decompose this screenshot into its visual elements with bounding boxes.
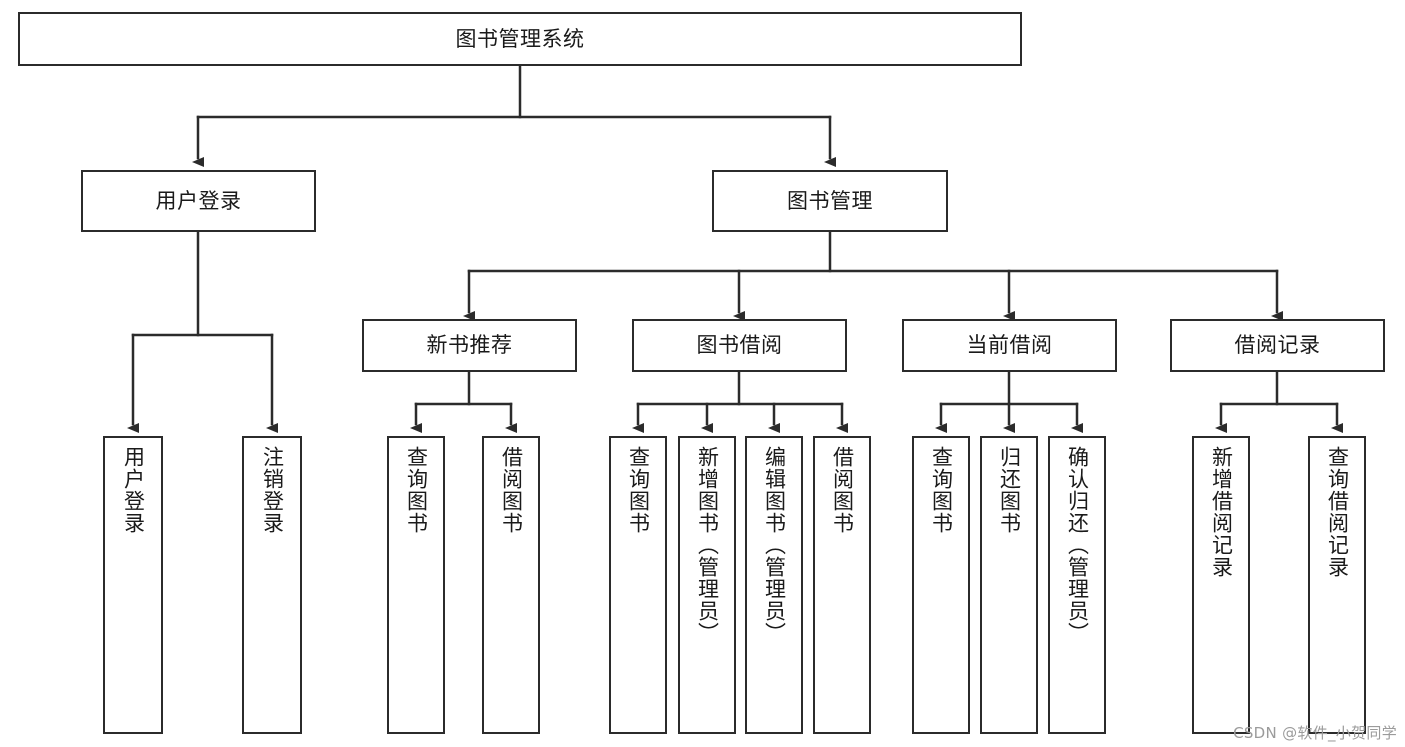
node-label: 确认归还（管理员） [1065,446,1090,644]
node-label: 归还图书 [997,446,1022,534]
node-leaf-borrow-book[interactable]: 借阅图书 [813,436,871,734]
node-label: 图书借阅 [696,333,783,358]
node-label: 借阅记录 [1234,333,1321,358]
node-label: 查询图书 [404,446,429,534]
node-new-book-recommend[interactable]: 新书推荐 [362,319,577,372]
node-leaf-borrow-book-recommend[interactable]: 借阅图书 [482,436,540,734]
node-label: 借阅图书 [499,446,524,534]
node-leaf-confirm-return[interactable]: 确认归还（管理员） [1048,436,1106,734]
node-label: 用户登录 [121,446,146,534]
node-label: 当前借阅 [966,333,1053,358]
node-label: 图书管理 [787,188,873,213]
node-leaf-return-book[interactable]: 归还图书 [980,436,1038,734]
node-label: 用户登录 [155,188,242,213]
node-leaf-query-borrow-record[interactable]: 查询借阅记录 [1308,436,1366,734]
node-leaf-query-book-borrow[interactable]: 查询图书 [609,436,667,734]
node-leaf-add-book[interactable]: 新增图书（管理员） [678,436,736,734]
node-leaf-edit-book[interactable]: 编辑图书（管理员） [745,436,803,734]
node-borrow-record[interactable]: 借阅记录 [1170,319,1385,372]
node-label: 新增借阅记录 [1209,446,1234,578]
node-leaf-query-book-current[interactable]: 查询图书 [912,436,970,734]
node-root-system[interactable]: 图书管理系统 [18,12,1022,66]
node-label: 新书推荐 [426,333,513,358]
csdn-watermark: CSDN @软件_小贺同学 [1233,724,1397,742]
node-label: 查询图书 [929,446,954,534]
node-label: 新增图书（管理员） [695,446,720,644]
node-book-management[interactable]: 图书管理 [712,170,948,232]
node-leaf-query-book-recommend[interactable]: 查询图书 [387,436,445,734]
node-user-login[interactable]: 用户登录 [81,170,316,232]
node-book-borrow[interactable]: 图书借阅 [632,319,847,372]
node-label: 编辑图书（管理员） [762,446,787,644]
node-label: 图书管理系统 [455,26,585,51]
node-label: 借阅图书 [830,446,855,534]
node-leaf-user-logout[interactable]: 注销登录 [242,436,302,734]
node-label: 查询借阅记录 [1325,446,1350,578]
node-leaf-user-login[interactable]: 用户登录 [103,436,163,734]
node-label: 查询图书 [626,446,651,534]
node-label: 注销登录 [260,446,285,534]
node-leaf-add-borrow-record[interactable]: 新增借阅记录 [1192,436,1250,734]
node-current-borrow[interactable]: 当前借阅 [902,319,1117,372]
